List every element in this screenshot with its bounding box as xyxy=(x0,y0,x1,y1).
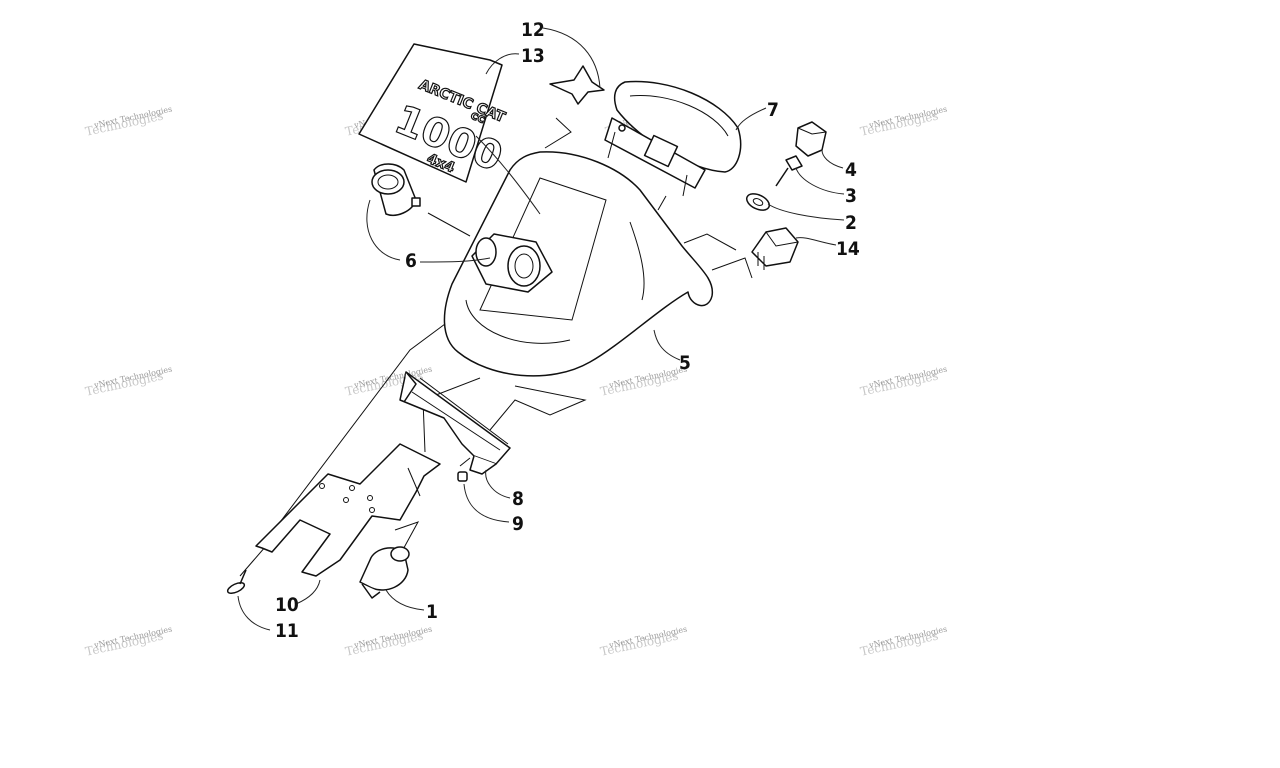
watermark-5: Technologies vNext Technologies xyxy=(84,365,173,399)
callout-10: 10 xyxy=(275,594,299,616)
watermark-9: Technologies vNext Technologies xyxy=(84,625,173,659)
gauge-part-7 xyxy=(604,80,742,197)
key-part-3 xyxy=(775,155,803,187)
assembly-guide-lines xyxy=(239,117,753,577)
watermark-11: Technologies vNext Technologies xyxy=(599,625,688,659)
leader-9 xyxy=(463,483,510,523)
watermark-8: Technologies vNext Technologies xyxy=(859,365,948,399)
leader-4 xyxy=(821,149,844,169)
leader-6b xyxy=(366,199,401,261)
pod-housing-part-5 xyxy=(443,151,714,377)
callout-7: 7 xyxy=(767,99,779,121)
decal-part-13: ARCTIC CAT 1000 cc 4x4 xyxy=(358,43,509,183)
watermark-7: Technologies vNext Technologies xyxy=(599,365,688,399)
callout-5: 5 xyxy=(679,352,691,374)
callout-6: 6 xyxy=(405,250,417,272)
watermark-12: Technologies vNext Technologies xyxy=(859,625,948,659)
knob-switch-part-1 xyxy=(359,546,410,599)
ring-nut-part-2 xyxy=(745,193,771,211)
leader-14 xyxy=(795,237,837,246)
leader-1 xyxy=(385,589,425,611)
callout-2: 2 xyxy=(845,212,857,234)
watermark-10: Technologies vNext Technologies xyxy=(344,625,433,659)
leader-11 xyxy=(237,595,271,631)
svg-text:cc: cc xyxy=(469,108,487,126)
leader-lines xyxy=(237,27,845,631)
leader-2 xyxy=(767,203,845,221)
callout-13: 13 xyxy=(521,45,545,67)
leader-12 xyxy=(542,27,601,89)
callout-3: 3 xyxy=(845,185,857,207)
power-outlet-part-6a xyxy=(371,163,421,216)
switch-part-14 xyxy=(751,227,799,270)
leader-6a xyxy=(419,257,491,263)
key-cap-part-4 xyxy=(795,121,827,157)
callout-14: 14 xyxy=(836,238,860,260)
callout-labels: 12 13 7 4 3 2 14 6 5 8 9 10 1 11 xyxy=(275,19,860,642)
bracket-tray-part-8 xyxy=(399,371,511,475)
logo-part-12 xyxy=(549,65,605,105)
leader-13 xyxy=(485,53,520,75)
socket-part-6 xyxy=(471,233,553,293)
watermark-1: Technologies vNext Technologies xyxy=(84,105,173,139)
callout-1: 1 xyxy=(426,601,438,623)
leader-8 xyxy=(485,469,511,499)
leader-7 xyxy=(735,107,767,131)
watermark-4: Technologies vNext Technologies xyxy=(859,105,948,139)
callout-9: 9 xyxy=(512,513,524,535)
push-rivet-part-11 xyxy=(226,569,247,595)
callout-4: 4 xyxy=(845,159,857,181)
leader-5 xyxy=(653,329,681,361)
leader-3 xyxy=(795,167,845,195)
mounting-plate-part-10 xyxy=(255,443,441,577)
callout-11: 11 xyxy=(275,620,299,642)
leader-13-pod xyxy=(475,135,541,215)
clip-part-9 xyxy=(457,471,468,482)
callout-12: 12 xyxy=(521,19,545,41)
callout-8: 8 xyxy=(512,488,524,510)
leader-10 xyxy=(295,579,321,605)
